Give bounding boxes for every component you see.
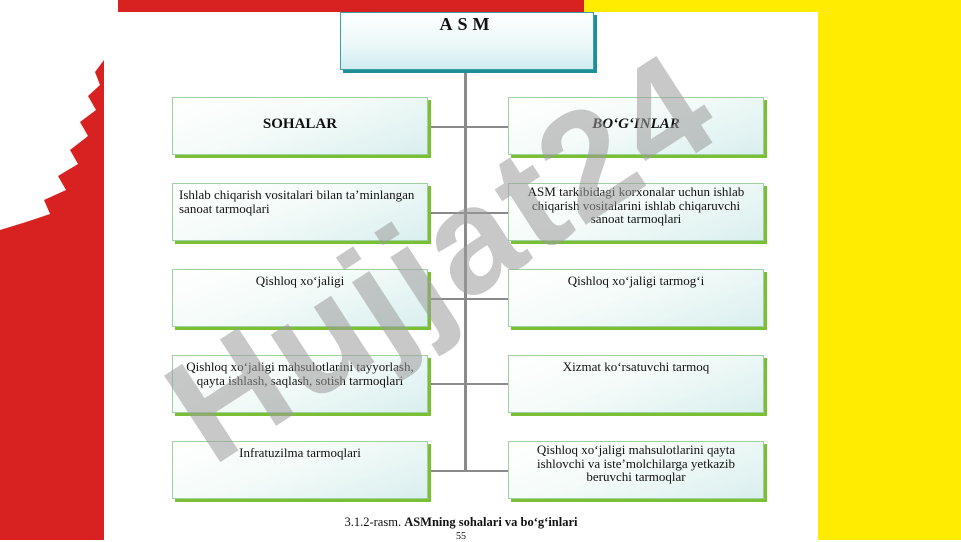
background-yellow-strip	[584, 0, 818, 12]
right-item-text: ASM tarkibidagi korxonalar uchun ishlab …	[527, 184, 745, 226]
right-item-text: Xizmat ko‘rsatuvchi tarmoq	[562, 359, 710, 374]
left-item-box: Ishlab chiqarish vositalari bilan ta’min…	[172, 183, 428, 241]
left-item-text: Qishloq xo‘jaligi mahsulotlarini tayyorl…	[186, 359, 414, 388]
connector-row-2	[428, 298, 508, 300]
right-item-box: ASM tarkibidagi korxonalar uchun ishlab …	[508, 183, 764, 241]
caption-prefix: 3.1.2-rasm.	[344, 515, 402, 529]
right-item-box: Xizmat ko‘rsatuvchi tarmoq	[508, 355, 764, 413]
connector-row-3	[428, 383, 508, 385]
right-item-box: Qishloq xo‘jaligi mahsulotlarini qayta i…	[508, 441, 764, 499]
connector-row-1	[428, 212, 508, 214]
diagram-title-box: ASM	[340, 12, 594, 70]
left-item-text: Ishlab chiqarish vositalari bilan ta’min…	[179, 187, 415, 216]
left-header-box: SOHALAR	[172, 97, 428, 155]
caption-title: ASMning sohalari va bo‘g‘inlari	[404, 515, 578, 529]
left-item-box: Qishloq xo‘jaligi mahsulotlarini tayyorl…	[172, 355, 428, 413]
background-torn-edge	[0, 0, 118, 230]
left-item-text: Qishloq xo‘jaligi	[255, 273, 345, 288]
left-header: SOHALAR	[262, 116, 338, 132]
connector-row-4	[428, 470, 508, 472]
connector-row-headers	[428, 126, 508, 128]
right-item-text: Qishloq xo‘jaligi tarmog‘i	[567, 273, 705, 288]
page-number: 55	[456, 531, 466, 542]
right-item-box: Qishloq xo‘jaligi tarmog‘i	[508, 269, 764, 327]
left-item-box: Qishloq xo‘jaligi	[172, 269, 428, 327]
left-item-text: Infratuzilma tarmoqlari	[239, 445, 361, 460]
left-item-box: Infratuzilma tarmoqlari	[172, 441, 428, 499]
right-item-text: Qishloq xo‘jaligi mahsulotlarini qayta i…	[536, 442, 736, 484]
right-header-box: BO‘G‘INLAR	[508, 97, 764, 155]
background-yellow-panel	[818, 0, 961, 540]
figure-caption: 3.1.2-rasm. ASMning sohalari va bo‘g‘inl…	[104, 515, 818, 530]
right-header: BO‘G‘INLAR	[592, 116, 680, 132]
connector-vertical-trunk	[464, 70, 467, 472]
background-red-strip	[104, 0, 584, 12]
diagram-title: ASM	[439, 14, 495, 34]
